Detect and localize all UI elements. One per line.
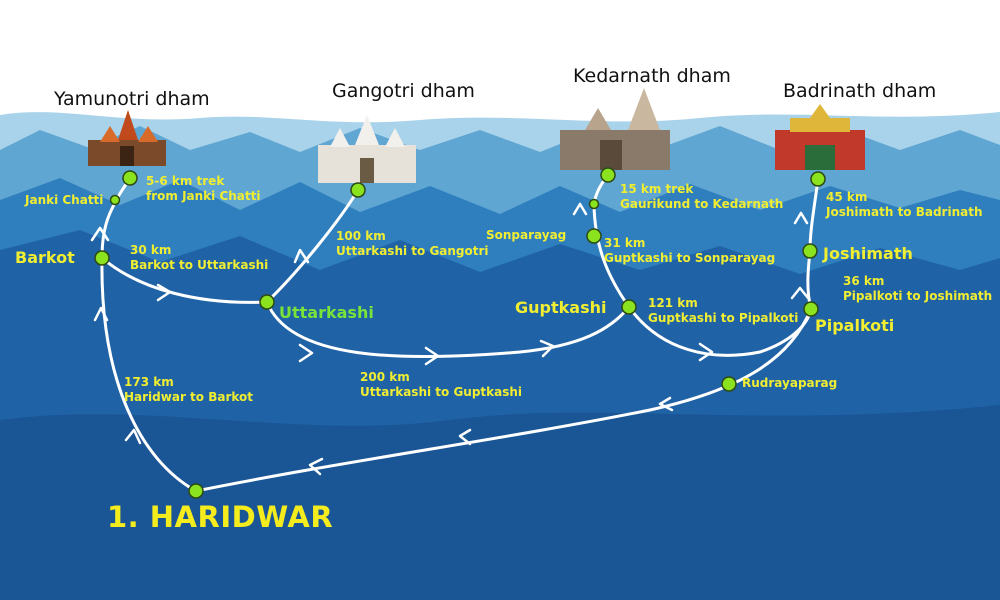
- arrow-icon: [90, 226, 110, 242]
- route-arrows: [90, 202, 810, 476]
- segment-route: Uttarkashi to Gangotri: [336, 244, 489, 258]
- segment-route: Barkot to Uttarkashi: [130, 258, 269, 272]
- arrow-icon: [458, 428, 472, 446]
- segment-label-kedarnath-trek: 15 km trek Gaurikund to Kedarnath: [620, 182, 783, 212]
- stop-label-janki-chatti: Janki Chatti: [25, 193, 104, 207]
- segment-label-joshimath-badrinath: 45 km Joshimath to Badrinath: [826, 190, 983, 220]
- dham-title-gangotri: Gangotri dham: [332, 80, 475, 102]
- node-badrinath: [810, 171, 826, 187]
- stop-label-haridwar: 1. HARIDWAR: [107, 500, 334, 534]
- segment-route: Guptkashi to Sonparayag: [604, 251, 776, 265]
- arrow-icon: [790, 286, 810, 300]
- node-haridwar: [188, 483, 204, 499]
- arrow-icon: [539, 339, 555, 358]
- segment-label-guptkashi-pipalkoti: 121 km Guptkashi to Pipalkoti: [648, 296, 798, 326]
- route-guptkashi-kedarnath: [592, 173, 631, 309]
- node-sonparayag: [586, 228, 602, 244]
- segment-distance: 173 km: [124, 375, 174, 389]
- stop-label-barkot: Barkot: [15, 248, 75, 267]
- segment-label-haridwar-barkot: 173 km Haridwar to Barkot: [124, 375, 253, 405]
- arrow-icon: [156, 283, 172, 302]
- temple-yamunotri-icon: [88, 110, 166, 166]
- stop-label-sonparayag: Sonparayag: [486, 228, 567, 242]
- node-barkot: [94, 250, 110, 266]
- segment-distance: 45 km: [826, 190, 868, 204]
- arrow-icon: [424, 346, 440, 366]
- segment-distance: 200 km: [360, 370, 410, 384]
- segment-label-uttarkashi-guptkashi: 200 km Uttarkashi to Guptkashi: [360, 370, 522, 400]
- node-pipalkoti: [803, 301, 819, 317]
- arrow-icon: [124, 428, 142, 445]
- segment-route: from Janki Chatti: [146, 189, 261, 203]
- dham-title-kedarnath: Kedarnath dham: [573, 65, 731, 87]
- stop-label-pipalkoti: Pipalkoti: [815, 316, 895, 335]
- node-guptkashi: [621, 299, 637, 315]
- node-joshimath: [802, 243, 818, 259]
- arrow-icon: [793, 211, 809, 225]
- temple-gangotri-icon: [318, 115, 416, 183]
- segment-distance: 36 km: [843, 274, 885, 288]
- node-yamunotri: [122, 170, 138, 186]
- segment-label-guptkashi-sonparayag: 31 km Guptkashi to Sonparayag: [604, 236, 775, 266]
- route-nodes: [94, 167, 826, 499]
- segment-route: Gaurikund to Kedarnath: [620, 197, 784, 211]
- segment-label-yamunotri-trek: 5-6 km trek from Janki Chatti: [146, 174, 260, 204]
- arrow-icon: [572, 202, 588, 216]
- arrow-icon: [93, 306, 109, 322]
- arrow-icon: [308, 457, 324, 476]
- node-janki-chatti: [109, 194, 121, 206]
- foreground: [0, 405, 1000, 600]
- segment-route: Guptkashi to Pipalkoti: [648, 311, 799, 325]
- segment-distance: 5-6 km trek: [146, 174, 225, 188]
- dham-title-badrinath: Badrinath dham: [783, 80, 937, 102]
- route-barkot-uttarkashi: [100, 256, 269, 304]
- stop-label-rudrayaparag: Rudrayaparag: [742, 376, 838, 390]
- far-mountains: [0, 126, 1000, 220]
- temple-badrinath-icon: [775, 104, 865, 170]
- segment-route: Uttarkashi to Guptkashi: [360, 385, 523, 399]
- node-kedarnath: [600, 167, 616, 183]
- dham-title-yamunotri: Yamunotri dham: [54, 88, 210, 110]
- stop-label-uttarkashi: Uttarkashi: [279, 303, 374, 322]
- segment-distance: 100 km: [336, 229, 386, 243]
- arrow-icon: [658, 396, 674, 412]
- arrow-icon: [698, 342, 714, 362]
- node-gaurikund: [588, 198, 600, 210]
- segment-distance: 31 km: [604, 236, 646, 250]
- segment-distance: 30 km: [130, 243, 172, 257]
- route-uttarkashi-guptkashi: [265, 300, 631, 359]
- node-rudrayaparag: [721, 376, 737, 392]
- arrow-icon: [298, 343, 314, 363]
- segment-route: Joshimath to Badrinath: [826, 205, 983, 219]
- arrow-icon: [293, 248, 310, 264]
- segment-route: Haridwar to Barkot: [124, 390, 253, 404]
- stop-label-guptkashi: Guptkashi: [515, 298, 607, 317]
- node-uttarkashi: [259, 294, 275, 310]
- node-gangotri: [350, 182, 366, 198]
- segment-label-uttarkashi-gangotri: 100 km Uttarkashi to Gangotri: [336, 229, 489, 259]
- temple-kedarnath-icon: [560, 88, 670, 170]
- segment-label-barkot-uttarkashi: 30 km Barkot to Uttarkashi: [130, 243, 268, 273]
- segment-route: Pipalkoti to Joshimath: [843, 289, 993, 303]
- stop-label-joshimath: Joshimath: [823, 244, 913, 263]
- route-haridwar-barkot: [100, 256, 198, 493]
- segment-label-pipalkoti-joshimath: 36 km Pipalkoti to Joshimath: [843, 274, 992, 304]
- route-uttarkashi-gangotri: [265, 188, 360, 304]
- route-pipalkoti-haridwar: [194, 307, 813, 493]
- segment-distance: 121 km: [648, 296, 698, 310]
- segment-distance: 15 km trek: [620, 182, 694, 196]
